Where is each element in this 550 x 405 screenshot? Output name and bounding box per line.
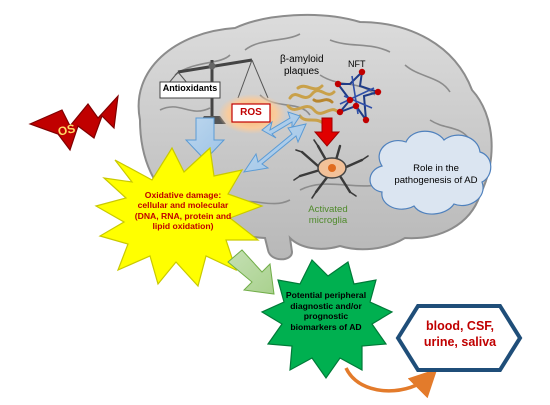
ros-plaques-arrow xyxy=(261,111,301,139)
role-cloud xyxy=(369,130,492,215)
biomarkers-line-2: diagnostic and/or xyxy=(290,300,362,311)
nft-tangle-icon xyxy=(334,68,382,124)
fluids-line-2: urine, saliva xyxy=(423,335,497,350)
role-text: Role in the pathogenesis of AD xyxy=(384,163,488,187)
oxidative-damage-star xyxy=(94,146,264,288)
oxidative-damage-line-4: lipid oxidation) xyxy=(152,221,214,232)
ros-box xyxy=(231,103,271,123)
antioxidants-box xyxy=(159,81,221,99)
role-line-1: Role in the xyxy=(413,163,459,174)
damage-plaques-arrow xyxy=(242,123,307,173)
oxidative-damage-line-2: cellular and molecular xyxy=(137,200,229,211)
microglia-line-2: microglia xyxy=(308,215,348,227)
nft-label: NFT xyxy=(348,59,366,69)
microglia-text: Activated microglia xyxy=(298,204,358,226)
microglia-icon xyxy=(293,139,369,199)
oxidative-damage-text: Oxidative damage: cellular and molecular… xyxy=(118,190,248,232)
microglia-line-1: Activated xyxy=(308,204,348,215)
amyloid-label: β-amyloid xyxy=(280,54,324,65)
biomarkers-text: Potential peripheral diagnostic and/or p… xyxy=(276,290,376,333)
oxidative-damage-line-3: (DNA, RNA, protein and xyxy=(134,210,232,221)
role-line-2: pathogenesis of AD xyxy=(394,174,478,186)
fluids-text: blood, CSF, urine, saliva xyxy=(410,318,510,351)
os-lightning-bolt xyxy=(28,94,119,152)
biomarkers-line-3: prognostic xyxy=(303,311,349,322)
damage-biomarkers-arrow xyxy=(227,249,275,295)
antioxidants-down-arrow xyxy=(184,117,226,161)
ros-label: ROS xyxy=(240,107,262,118)
biomarkers-line-4: biomarkers of AD xyxy=(290,322,362,333)
biomarkers-line-1: Potential peripheral xyxy=(285,290,367,300)
biomarkers-star xyxy=(260,258,394,380)
antioxidants-label: Antioxidants xyxy=(162,83,218,93)
plaques-label: plaques xyxy=(284,66,320,77)
oxidative-damage-line-1: Oxidative damage: xyxy=(144,190,222,200)
fluids-line-1: blood, CSF, xyxy=(425,319,495,333)
fluids-hexagon xyxy=(395,304,523,372)
red-down-arrow xyxy=(313,117,341,147)
biomarkers-fluids-arrow xyxy=(344,367,438,399)
